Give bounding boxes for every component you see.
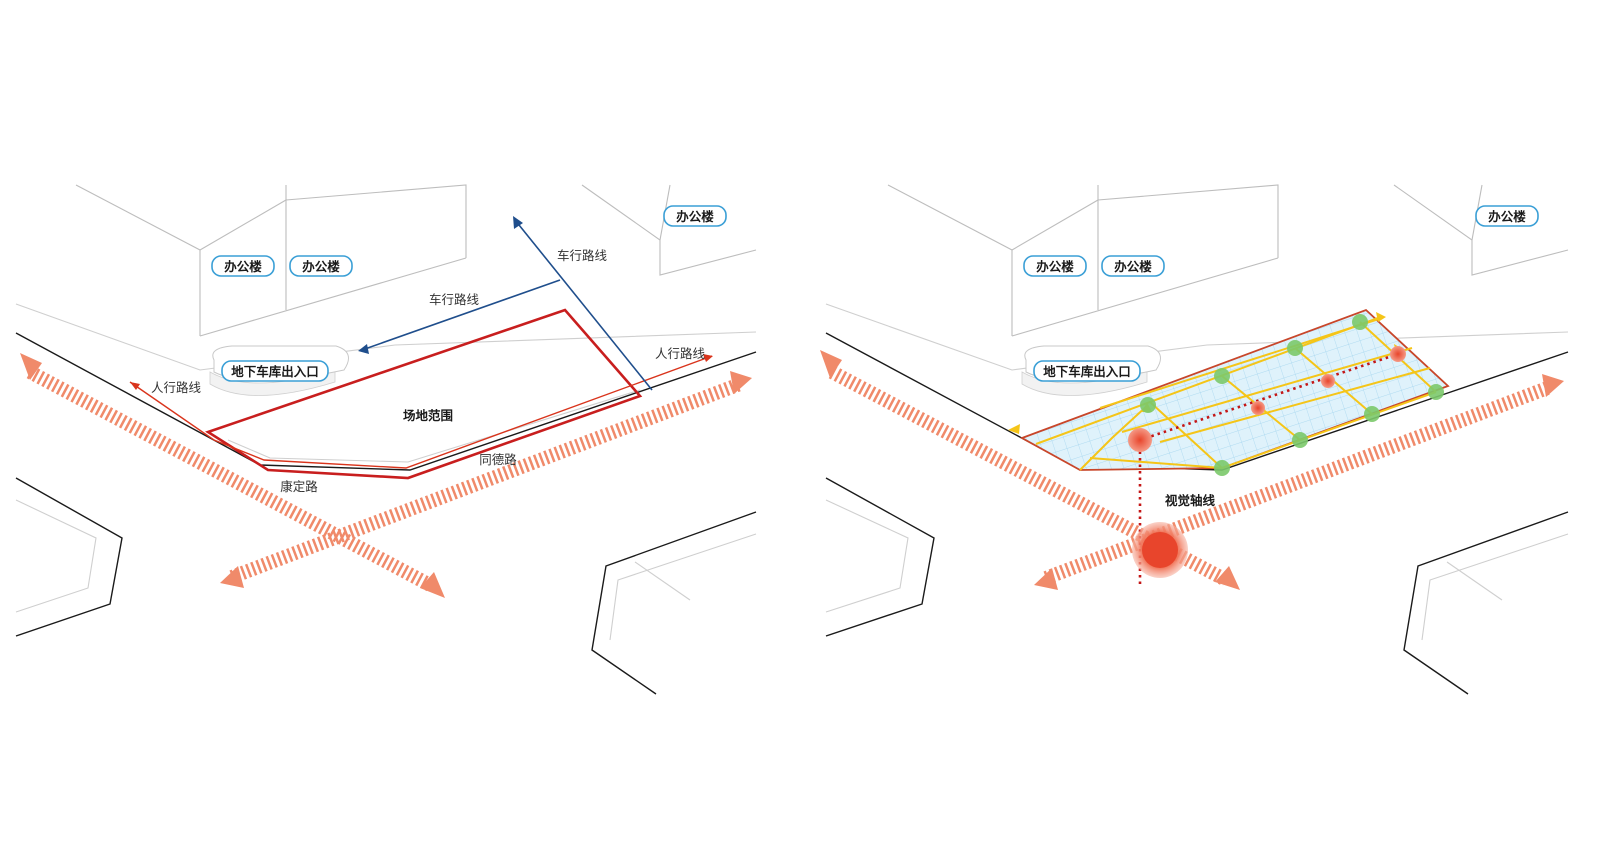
left-garage-label: 地下车库出入口 (221, 360, 329, 382)
right-building-label-1: 办公楼 (1023, 255, 1087, 277)
left-building-label-1: 办公楼 (211, 255, 275, 277)
left-panel: 办公楼 办公楼 办公楼 地下车库出入口 场地范围 车行路线 车行路线 人行路线 … (15, 184, 757, 695)
right-buildings-outline (887, 184, 1569, 337)
right-building-label-2: 办公楼 (1101, 255, 1165, 277)
svg-text:办公楼: 办公楼 (224, 259, 262, 274)
left-buildings-outline (75, 184, 757, 337)
vehicle-route-label-2: 车行路线 (429, 292, 480, 307)
visual-axis (1128, 346, 1406, 584)
green-nodes (1140, 314, 1444, 476)
right-garage-label: 地下车库出入口 (1033, 360, 1141, 382)
svg-text:办公楼: 办公楼 (676, 209, 714, 224)
road-label-kangding: 康定路 (280, 479, 318, 494)
left-street-flow-arrows (20, 353, 752, 598)
svg-text:办公楼: 办公楼 (1114, 259, 1152, 274)
left-building-label-2: 办公楼 (289, 255, 353, 277)
svg-text:地下车库出入口: 地下车库出入口 (231, 364, 319, 379)
site-area-label: 场地范围 (403, 408, 453, 423)
road-label-tongde: 同德路 (479, 452, 517, 467)
svg-text:办公楼: 办公楼 (1036, 259, 1074, 274)
visual-axis-label: 视觉轴线 (1165, 493, 1216, 508)
left-roads (15, 303, 757, 695)
right-building-label-3: 办公楼 (1475, 205, 1539, 227)
right-street-flow-arrows (820, 350, 1564, 590)
right-panel: 办公楼 办公楼 办公楼 地下车库出入口 视觉轴线 (820, 184, 1569, 695)
left-building-label-3: 办公楼 (663, 205, 727, 227)
vehicle-route-label-1: 车行路线 (557, 248, 608, 263)
svg-text:办公楼: 办公楼 (1488, 209, 1526, 224)
svg-text:办公楼: 办公楼 (302, 259, 340, 274)
svg-text:地下车库出入口: 地下车库出入口 (1043, 364, 1131, 379)
pedestrian-route-label-2: 人行路线 (655, 346, 706, 361)
vehicle-route (358, 216, 653, 391)
site-boundary (205, 308, 643, 480)
pedestrian-route (129, 354, 713, 469)
pedestrian-route-label-1: 人行路线 (151, 380, 202, 395)
